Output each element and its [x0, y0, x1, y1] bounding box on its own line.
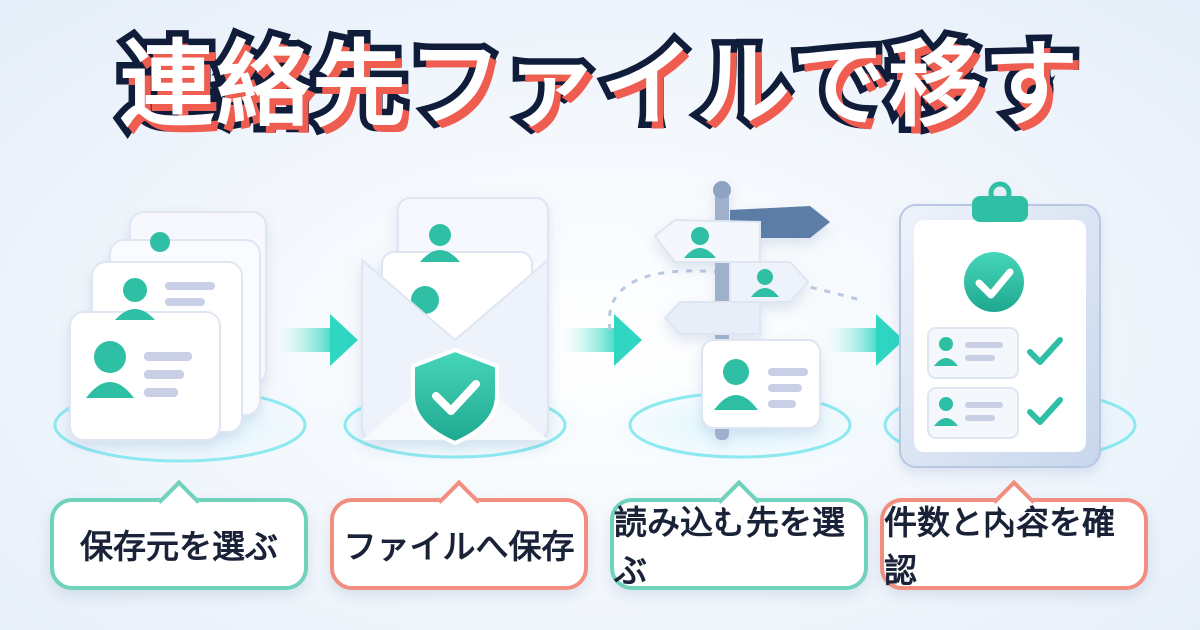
step-2-label: ファイルへ保存: [330, 479, 588, 590]
step-4-text: 件数と内容を確認: [884, 503, 1115, 590]
page-title: 連絡先ファイルで移す: [113, 25, 1084, 147]
step-2-text: ファイルへ保存: [343, 527, 575, 566]
arrow-right-icon: [560, 314, 642, 366]
arrow-right-icon: [826, 314, 904, 366]
clipboard-check-icon: [899, 181, 1101, 468]
step-1-text: 保存元を選ぶ: [80, 527, 278, 566]
signpost-icon: [653, 181, 830, 440]
step-1-label: 保存元を選ぶ: [50, 479, 308, 590]
envelope-shield-icon: [361, 197, 549, 446]
arrow-right-icon: [276, 314, 358, 366]
step-4-label: 件数と内容を確認: [880, 479, 1148, 590]
step-3-text: 読み込む先を選ぶ: [614, 503, 845, 590]
contact-cards-icon: [69, 211, 267, 441]
step-3-label: 読み込む先を選ぶ: [610, 479, 868, 590]
